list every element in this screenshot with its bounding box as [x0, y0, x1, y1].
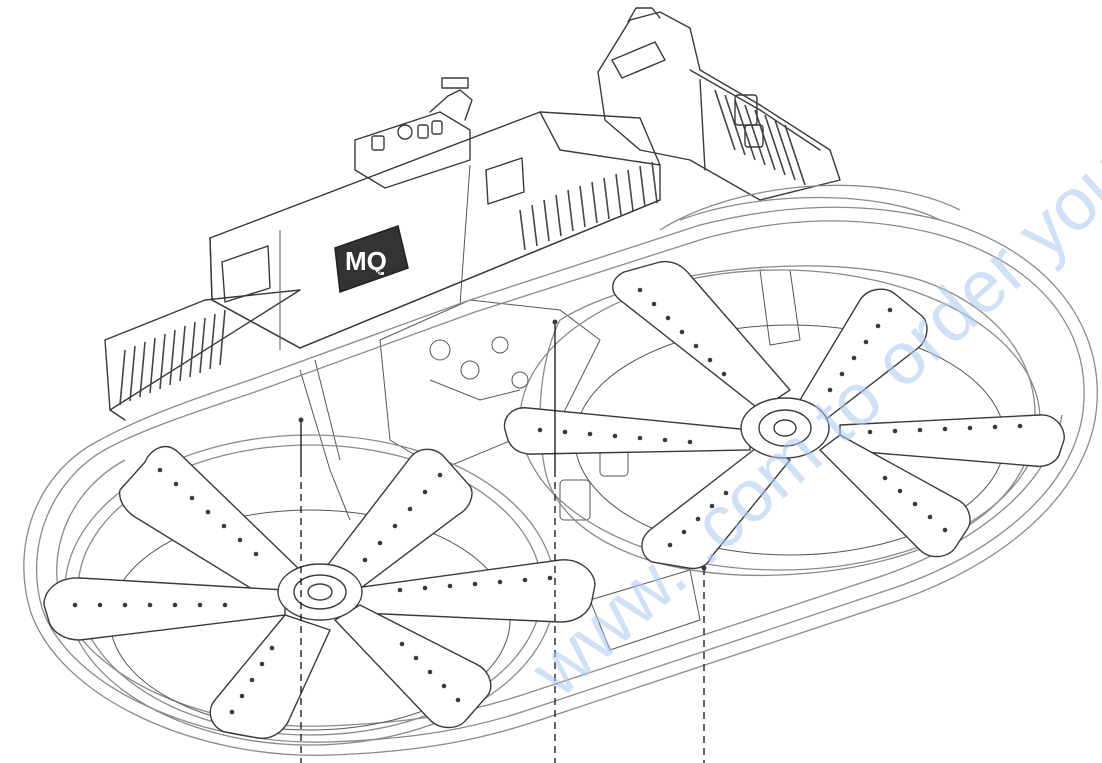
rotor-hub-icon	[277, 563, 363, 621]
leader-line-icon	[298, 319, 707, 763]
right-blade-rivets	[537, 287, 1023, 548]
logo-icon: MQ MULTIQUIP	[334, 225, 409, 294]
engine-housing	[104, 7, 841, 421]
right-grille	[519, 161, 658, 251]
left-blade-rivets	[72, 467, 553, 715]
left-rotor	[43, 434, 596, 746]
left-grille	[119, 309, 226, 406]
watermark-text: www. .com to order your	[514, 116, 1102, 712]
right-rotor	[503, 260, 1065, 571]
logo-text: MQ	[345, 246, 387, 276]
rotor-hub-icon	[740, 397, 830, 459]
fan-blade-icon	[503, 260, 1065, 570]
guard-ring-icon	[23, 184, 1098, 756]
